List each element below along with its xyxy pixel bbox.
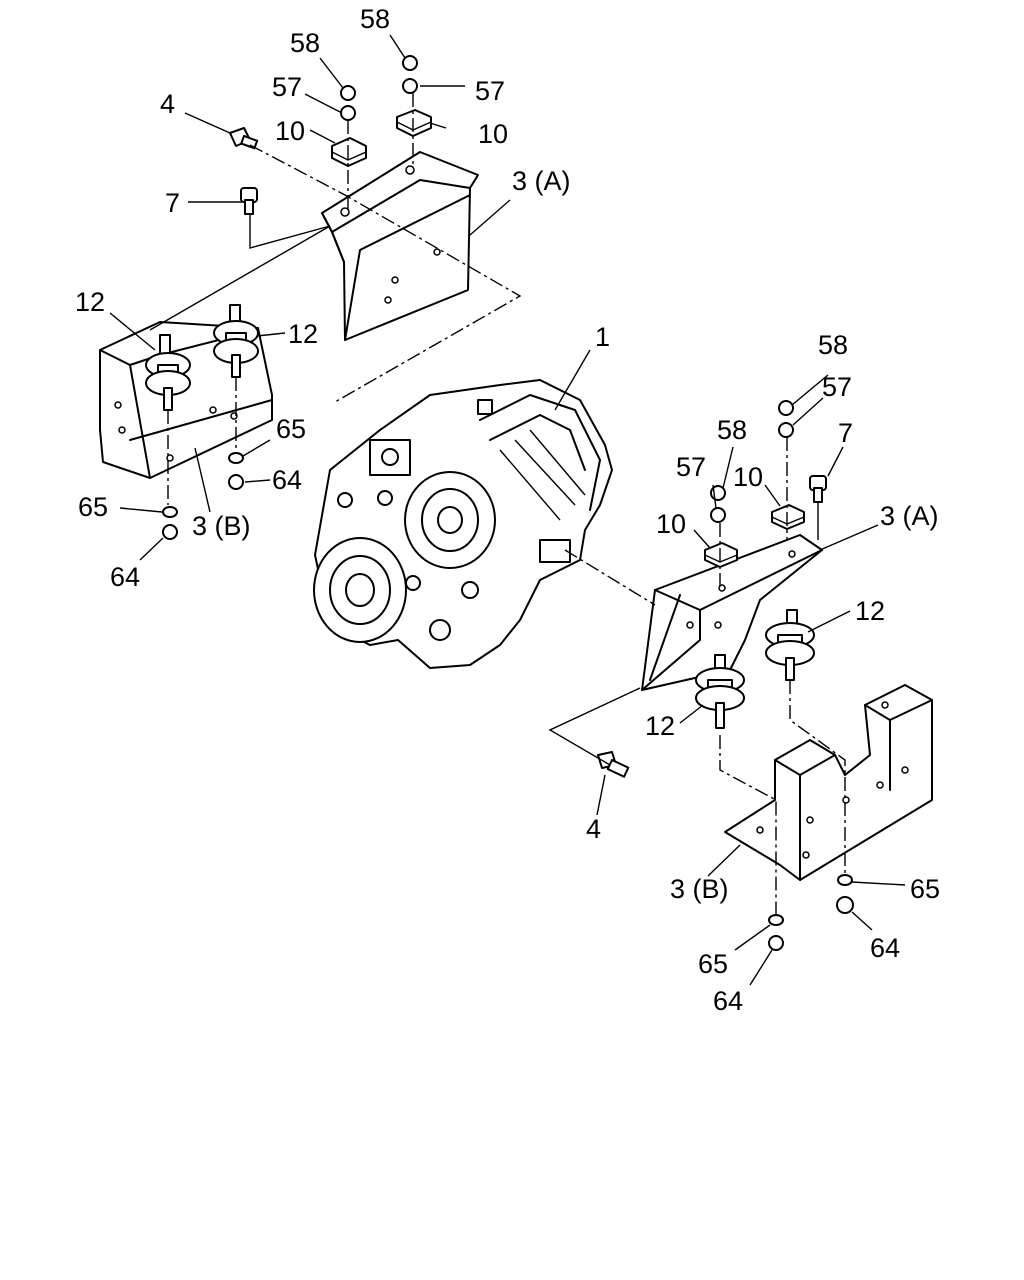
callout-7-right: 7 (838, 418, 853, 448)
assembly-lines-top-left (149, 93, 522, 505)
callout-3b-left: 3 (B) (192, 511, 251, 541)
callout-58-c: 58 (818, 330, 848, 360)
callout-58-b: 58 (360, 4, 390, 34)
callout-10-c: 10 (733, 462, 763, 492)
callout-64-a: 64 (272, 465, 302, 495)
callout-57-a: 57 (272, 72, 302, 102)
bracket-3b-right (724, 684, 933, 881)
callout-65-c: 65 (910, 874, 940, 904)
callout-65-b: 65 (78, 492, 108, 522)
callout-65-d: 65 (698, 949, 728, 979)
callout-7-left: 7 (165, 188, 180, 218)
mount-12-c (765, 609, 815, 681)
callout-10-b: 10 (478, 119, 508, 149)
bracket-3a-right (641, 534, 823, 691)
mount-12-a (145, 334, 191, 411)
small-parts-top-left (162, 55, 432, 540)
callout-10-a: 10 (275, 116, 305, 146)
bracket-3a-left (321, 151, 479, 341)
callout-4-top: 4 (160, 89, 175, 119)
callout-57-c: 57 (822, 372, 852, 402)
callout-64-d: 64 (713, 986, 743, 1016)
callout-3a-right: 3 (A) (880, 501, 939, 531)
callout-58-d: 58 (717, 415, 747, 445)
callout-12-b: 12 (288, 319, 318, 349)
callout-64-b: 64 (110, 562, 140, 592)
callout-12-c: 12 (855, 596, 885, 626)
callout-3a-top: 3 (A) (512, 166, 571, 196)
leader-lines (109, 34, 906, 986)
callout-57-d: 57 (676, 452, 706, 482)
callout-4-bottom: 4 (586, 814, 601, 844)
callout-10-d: 10 (656, 509, 686, 539)
callout-64-c: 64 (870, 933, 900, 963)
callout-65-a: 65 (276, 414, 306, 444)
mount-12-b (213, 304, 259, 378)
callout-57-b: 57 (475, 76, 505, 106)
callout-labels: 1 3 (A) 3 (A) 3 (B) 3 (B) 4 4 7 7 10 10 … (75, 4, 940, 1016)
callout-3b-right: 3 (B) (670, 874, 729, 904)
callout-1: 1 (595, 322, 610, 352)
mount-12-d (695, 654, 745, 729)
small-parts-right (597, 400, 854, 951)
callout-12-a: 12 (75, 287, 105, 317)
assembly-lines-right (548, 437, 846, 915)
callout-12-d: 12 (645, 711, 675, 741)
transmission-unit (313, 379, 613, 669)
callout-58-a: 58 (290, 28, 320, 58)
